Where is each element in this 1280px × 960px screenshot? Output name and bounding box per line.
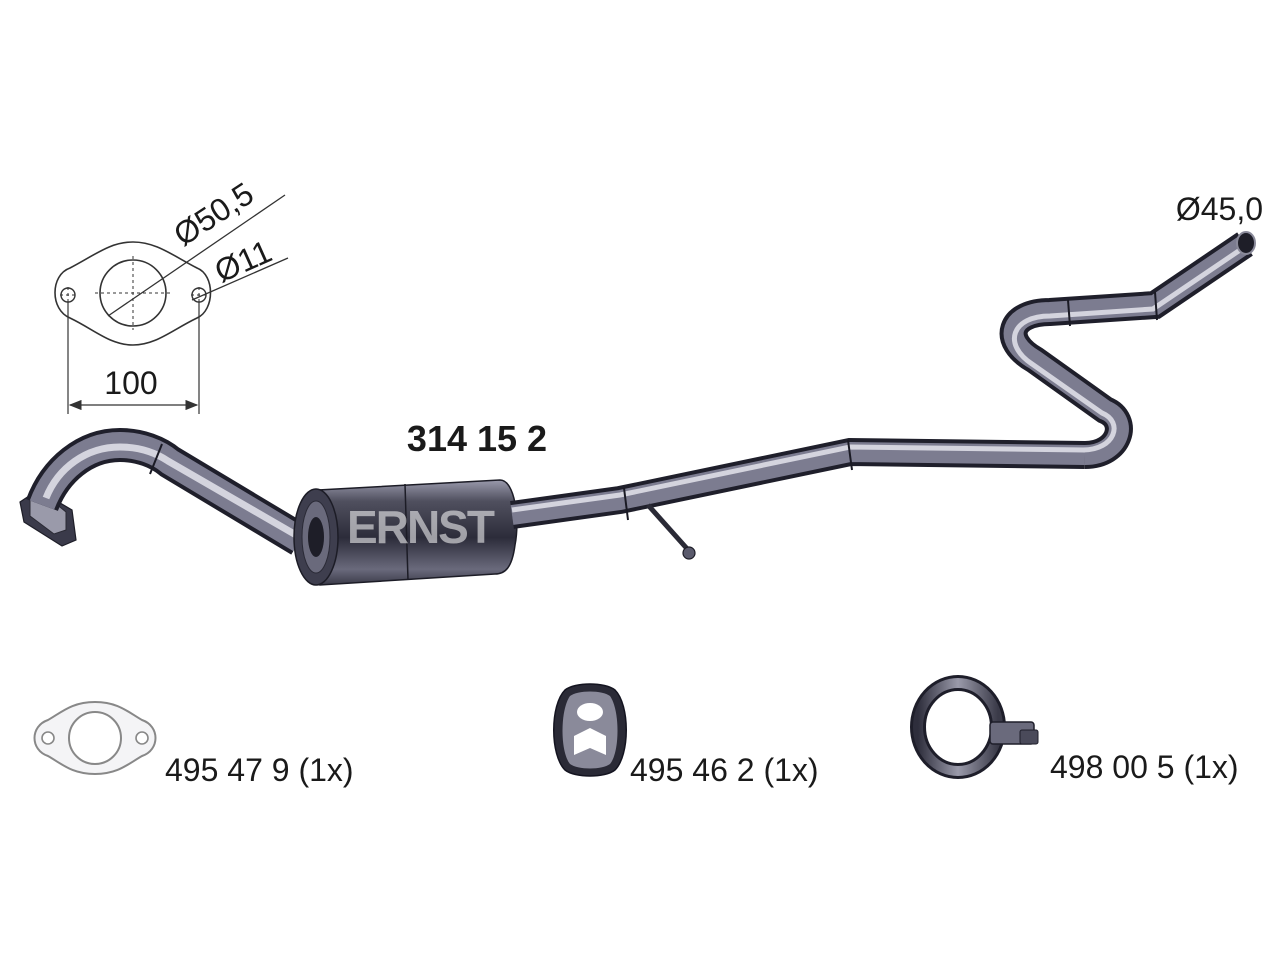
pipe-clamp-icon	[910, 675, 1039, 779]
gasket-icon	[33, 700, 157, 776]
bolt-spacing-label: 100	[104, 365, 157, 401]
rubber-mount-icon	[553, 683, 627, 777]
accessory-gasket: 495 47 9 (1x)	[33, 700, 354, 788]
muffler: ERNST	[293, 479, 518, 586]
exhaust-pipe: ERNST	[19, 231, 1256, 586]
accessory-pipe-clamp: 498 00 5 (1x)	[910, 675, 1239, 785]
accessory-rubber-mount: 495 46 2 (1x)	[553, 683, 819, 788]
bolt-hole-diameter-label: Ø11	[209, 233, 277, 290]
flange-pipe-circle	[99, 259, 167, 327]
accessory-pipe-clamp-label: 498 00 5 (1x)	[1050, 749, 1239, 785]
part-number: 314 15 2	[407, 418, 547, 459]
outlet-diameter-label: Ø45,0	[1176, 191, 1263, 227]
brand-logo: ERNST	[347, 501, 495, 553]
hanger-rod	[646, 503, 696, 560]
flange-outline	[54, 241, 212, 346]
outlet-end	[1236, 231, 1256, 255]
leader-bolt-diameter	[191, 257, 289, 301]
accessory-gasket-label: 495 47 9 (1x)	[165, 752, 354, 788]
leader-pipe-diameter	[107, 194, 286, 317]
accessory-rubber-mount-label: 495 46 2 (1x)	[630, 752, 819, 788]
flange-detail: Ø50,5 Ø11 100	[54, 175, 289, 414]
